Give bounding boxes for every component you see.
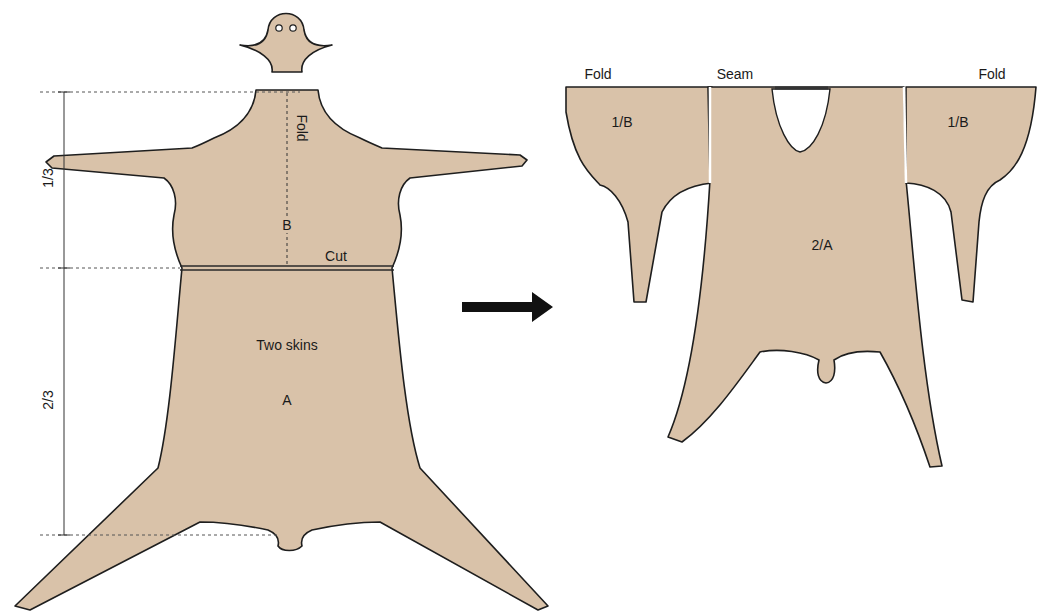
sleeve-piece — [906, 87, 1036, 302]
skin-outline — [15, 90, 548, 610]
neck-hole — [772, 89, 830, 152]
piece-label: 1/B — [609, 114, 634, 130]
sleeve-piece — [566, 87, 712, 302]
head — [240, 14, 332, 73]
fold-label: Fold — [582, 66, 613, 82]
body-piece — [668, 87, 942, 467]
part-letter: A — [280, 392, 293, 408]
note-label: Two skins — [254, 337, 319, 353]
dimension-label: 2/3 — [40, 388, 56, 411]
fold-label: Fold — [976, 66, 1007, 82]
cut-label: Cut — [323, 248, 349, 264]
fold-label: Fold — [294, 112, 310, 143]
piece-label: 1/B — [945, 114, 970, 130]
dimension-label: 1/3 — [40, 166, 56, 189]
seam-label: Seam — [715, 66, 756, 82]
part-letter: B — [280, 217, 293, 233]
piece-label: 2/A — [809, 237, 834, 253]
transform-arrow — [462, 292, 553, 322]
